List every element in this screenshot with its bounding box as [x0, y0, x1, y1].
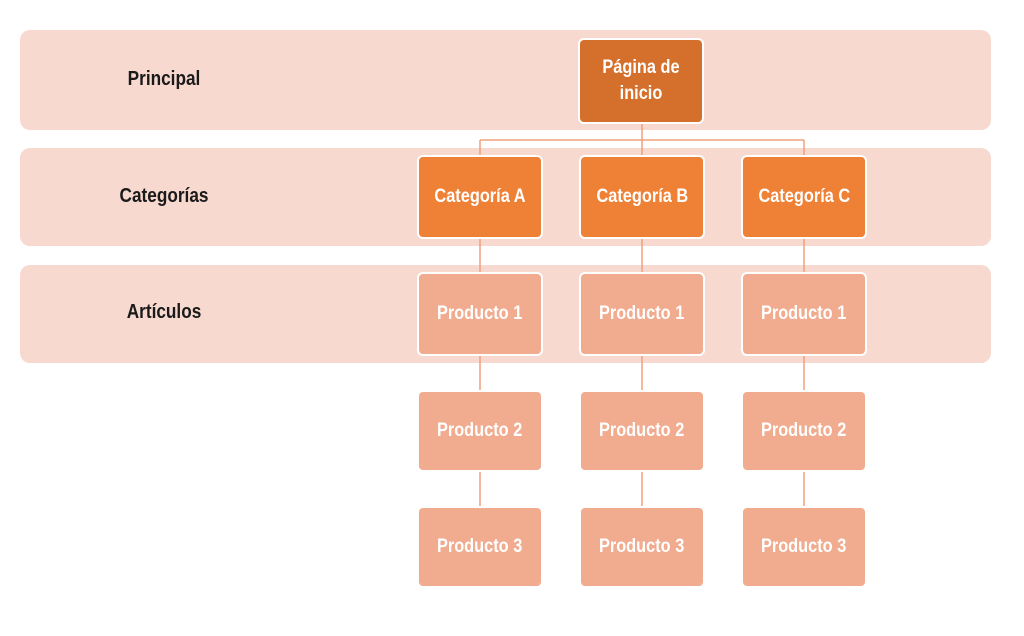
node-category-b[interactable]: Categoría B	[579, 155, 705, 239]
node-category-b-product-1[interactable]: Producto 1	[579, 272, 705, 356]
node-category-a-product-2[interactable]: Producto 2	[417, 390, 543, 472]
node-category-c-product-1-label: Producto 1	[761, 303, 847, 325]
level-band-principal: Principal	[20, 30, 991, 130]
node-category-b-product-3-label: Producto 3	[599, 536, 685, 558]
node-category-a-product-1-label: Producto 1	[437, 303, 523, 325]
node-category-b-label: Categoría B	[596, 186, 688, 208]
node-category-c[interactable]: Categoría C	[741, 155, 867, 239]
node-category-c-product-2[interactable]: Producto 2	[741, 390, 867, 472]
node-category-c-product-2-label: Producto 2	[761, 420, 847, 442]
node-root[interactable]: Página de inicio	[578, 38, 704, 124]
node-category-a[interactable]: Categoría A	[417, 155, 543, 239]
node-category-b-product-2[interactable]: Producto 2	[579, 390, 705, 472]
node-category-c-product-3[interactable]: Producto 3	[741, 506, 867, 588]
node-category-c-product-3-label: Producto 3	[761, 536, 847, 558]
level-label-principal: Principal	[127, 68, 201, 90]
level-label-articles: Artículos	[126, 301, 202, 323]
level-label-categories: Categorías	[119, 185, 209, 207]
node-category-c-product-1[interactable]: Producto 1	[741, 272, 867, 356]
node-root-label: Página de inicio	[602, 57, 680, 104]
node-category-a-label: Categoría A	[434, 186, 526, 208]
node-category-b-product-1-label: Producto 1	[599, 303, 685, 325]
node-category-b-product-2-label: Producto 2	[599, 420, 685, 442]
node-category-a-product-1[interactable]: Producto 1	[417, 272, 543, 356]
node-category-a-product-2-label: Producto 2	[437, 420, 523, 442]
node-category-a-product-3-label: Producto 3	[437, 536, 523, 558]
node-category-a-product-3[interactable]: Producto 3	[417, 506, 543, 588]
node-category-b-product-3[interactable]: Producto 3	[579, 506, 705, 588]
node-category-c-label: Categoría C	[758, 186, 850, 208]
